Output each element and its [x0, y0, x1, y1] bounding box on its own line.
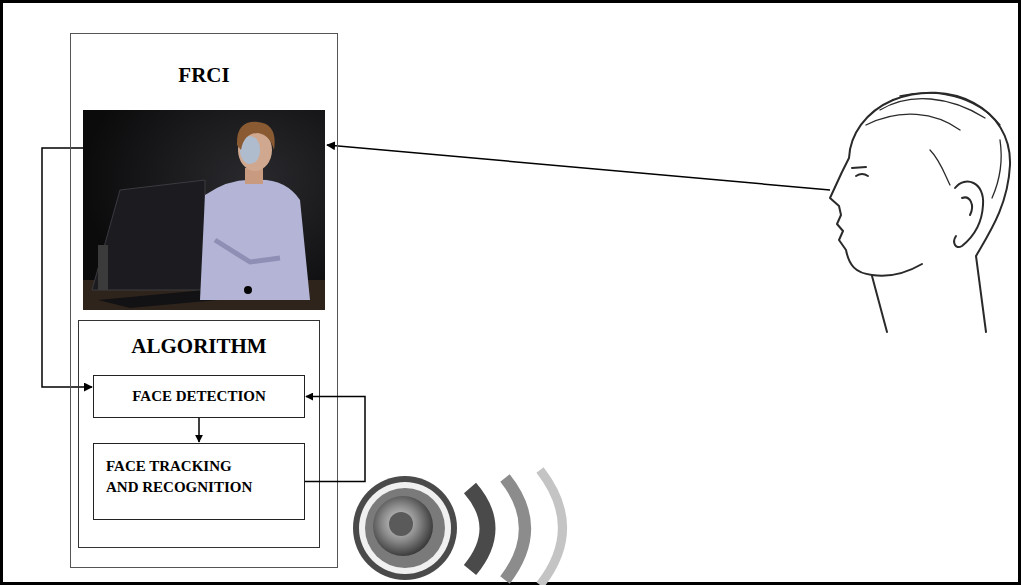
flow-connector — [305, 397, 365, 482]
camera-photo — [83, 110, 325, 310]
speaker-symbol — [353, 470, 563, 585]
algorithm-title: ALGORITHM — [79, 334, 319, 359]
process-label: FACE DETECTION — [94, 376, 304, 417]
system-box: FRCI ALGORITHM FACE DETECTION FACE TRACKING… — [70, 33, 338, 568]
system-title: FRCI — [71, 63, 337, 88]
camera-view-arrow — [327, 145, 830, 190]
process-box: FACE TRACKING AND RECOGNITION — [93, 443, 305, 520]
flow-connector — [198, 418, 200, 442]
person-head-sketch — [830, 93, 1010, 332]
image-feed-line — [42, 148, 92, 387]
algorithm-box: ALGORITHM FACE DETECTION FACE TRACKING AND… — [78, 320, 320, 548]
process-box: FACE DETECTION — [93, 375, 305, 418]
process-label: FACE TRACKING AND RECOGNITION — [106, 456, 261, 498]
